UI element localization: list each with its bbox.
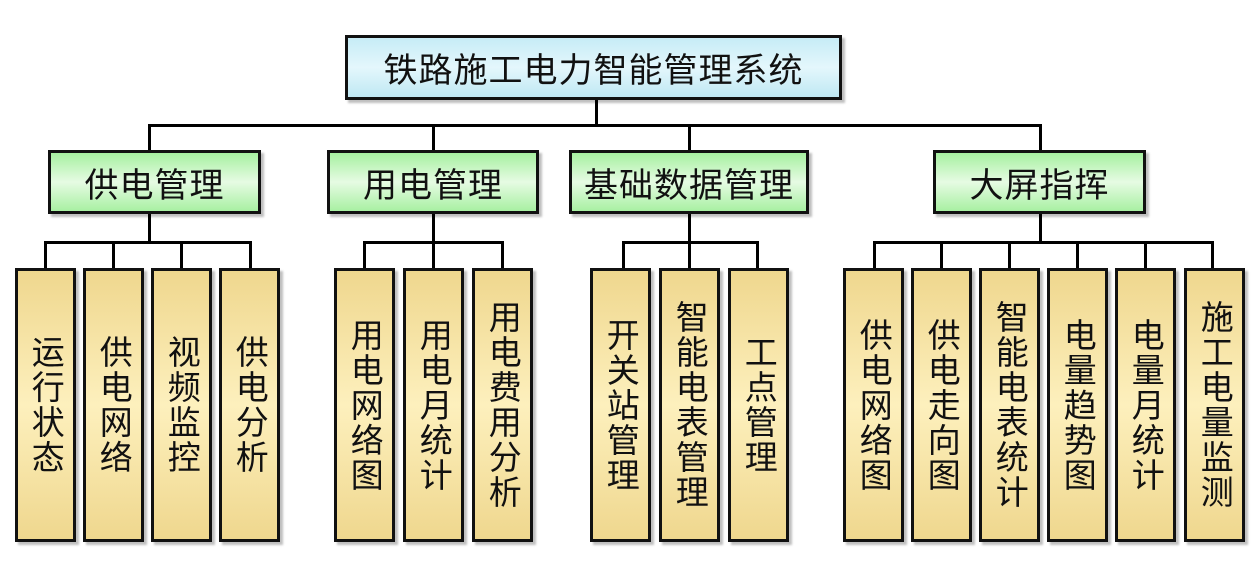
connector-group-1-bar bbox=[44, 241, 252, 244]
module-node-base-data: 基础数据管理 bbox=[569, 150, 809, 214]
leaf-node-label: 供电走向图 bbox=[922, 317, 962, 493]
leaf-node: 供电走向图 bbox=[911, 268, 972, 542]
module-node-big-screen: 大屏指挥 bbox=[933, 150, 1146, 214]
module-node-label: 基础数据管理 bbox=[584, 165, 794, 206]
leaf-node-label: 工点管理 bbox=[739, 335, 779, 475]
leaf-node: 电量趋势图 bbox=[1047, 268, 1108, 542]
connector-leaf-drop bbox=[249, 241, 252, 269]
leaf-node: 运行状态 bbox=[15, 268, 76, 542]
leaf-node-label: 视频监控 bbox=[162, 335, 202, 475]
leaf-node-label: 施工电量监测 bbox=[1195, 300, 1235, 510]
leaf-node-label: 供电分析 bbox=[230, 335, 270, 475]
connector-leaf-drop bbox=[44, 241, 47, 269]
module-node-label: 用电管理 bbox=[363, 165, 503, 206]
leaf-node-label: 电量趋势图 bbox=[1058, 317, 1098, 493]
connector-leaf-drop bbox=[1144, 241, 1147, 269]
connector-leaf-drop bbox=[180, 241, 183, 269]
leaf-node: 施工电量监测 bbox=[1184, 268, 1245, 542]
leaf-node: 用电月统计 bbox=[403, 268, 464, 542]
leaf-node-label: 电量月统计 bbox=[1126, 317, 1166, 493]
connector-module-2-drop bbox=[432, 124, 435, 151]
connector-group-4-bar bbox=[873, 241, 1214, 244]
leaf-node: 工点管理 bbox=[728, 268, 789, 542]
connector-leaf-drop bbox=[432, 241, 435, 269]
leaf-node-label: 开关站管理 bbox=[601, 317, 641, 493]
connector-group-1-stem bbox=[148, 213, 151, 243]
leaf-node-label: 供电网络图 bbox=[854, 317, 894, 493]
connector-module-4-drop bbox=[1039, 124, 1042, 151]
leaf-node: 电量月统计 bbox=[1115, 268, 1176, 542]
leaf-node: 视频监控 bbox=[151, 268, 212, 542]
connector-module-1-drop bbox=[148, 124, 151, 151]
connector-leaf-drop bbox=[363, 241, 366, 269]
leaf-node: 用电费用分析 bbox=[472, 268, 533, 542]
connector-leaf-drop bbox=[622, 241, 625, 269]
leaf-node-label: 用电月统计 bbox=[414, 317, 454, 493]
leaf-node: 用电网络图 bbox=[334, 268, 395, 542]
connector-group-2-stem bbox=[432, 213, 435, 243]
leaf-node-label: 供电网络 bbox=[94, 335, 134, 475]
connector-leaf-drop bbox=[1076, 241, 1079, 269]
leaf-node: 供电网络图 bbox=[843, 268, 904, 542]
connector-module-3-drop bbox=[688, 124, 691, 151]
connector-leaf-drop bbox=[1211, 241, 1214, 269]
leaf-node: 供电网络 bbox=[83, 268, 144, 542]
leaf-node-label: 运行状态 bbox=[26, 335, 66, 475]
module-node-power-supply: 供电管理 bbox=[48, 150, 261, 214]
connector-leaf-drop bbox=[688, 241, 691, 269]
connector-leaf-drop bbox=[756, 241, 759, 269]
module-node-label: 大屏指挥 bbox=[969, 165, 1110, 206]
leaf-node-label: 智能电表统计 bbox=[990, 300, 1030, 510]
leaf-node: 供电分析 bbox=[219, 268, 280, 542]
connector-leaf-drop bbox=[112, 241, 115, 269]
connector-leaf-drop bbox=[873, 241, 876, 269]
leaf-node-label: 智能电表管理 bbox=[670, 300, 710, 510]
leaf-node: 开关站管理 bbox=[590, 268, 651, 542]
connector-group-4-stem bbox=[1039, 213, 1042, 243]
connector-leaf-drop bbox=[940, 241, 943, 269]
leaf-node-label: 用电费用分析 bbox=[483, 300, 523, 510]
leaf-node: 智能电表管理 bbox=[659, 268, 720, 542]
module-node-label: 供电管理 bbox=[84, 165, 225, 206]
connector-group-3-stem bbox=[688, 213, 691, 243]
connector-root-stem bbox=[595, 99, 598, 126]
root-node-label: 铁路施工电力智能管理系统 bbox=[383, 51, 804, 91]
leaf-node-label: 用电网络图 bbox=[345, 317, 385, 493]
connector-leaf-drop bbox=[1008, 241, 1011, 269]
connector-leaf-drop bbox=[501, 241, 504, 269]
leaf-node: 智能电表统计 bbox=[979, 268, 1040, 542]
connector-modules-bar bbox=[148, 124, 1042, 127]
module-node-power-usage: 用电管理 bbox=[327, 150, 539, 214]
root-node: 铁路施工电力智能管理系统 bbox=[345, 35, 842, 100]
